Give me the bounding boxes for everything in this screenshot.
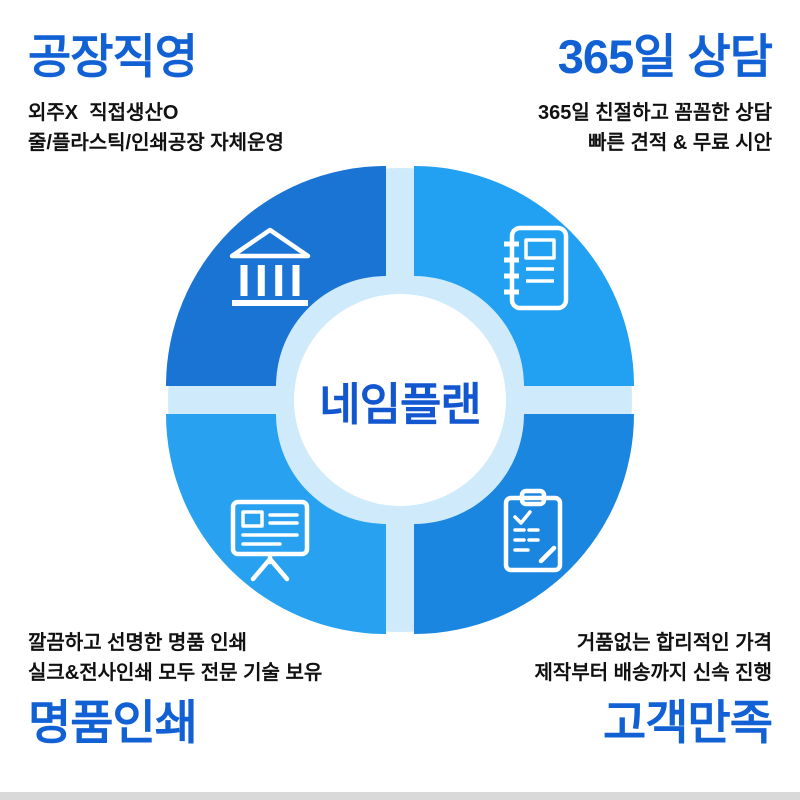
quadrant-diagram-svg (166, 166, 634, 634)
section-line: 깔끔하고 선명한 명품 인쇄 (28, 632, 248, 654)
section-line: 줄/플라스틱/인쇄공장 자체운영 (28, 132, 284, 155)
section-line: 빠른 견적 & 무료 시안 (588, 132, 772, 155)
section-line: 거품없는 합리적인 가격 (576, 632, 772, 654)
section-title-factory-direct: 공장직영 (28, 30, 198, 83)
section-title-365-consult: 365일 상담 (557, 30, 773, 83)
section-title-customer-satisfaction: 고객만족 (603, 696, 773, 749)
section-factory-direct: 공장직영 외주X 직접생산O 줄/플라스틱/인쇄공장 자체운영 (28, 30, 388, 158)
bottom-strip (0, 792, 800, 800)
section-customer-satisfaction: 거품없는 합리적인 가격 제작부터 배송까지 신속 진행 고객만족 (412, 628, 773, 750)
quadrant-bottom-right (414, 414, 634, 634)
notebook-icon (504, 225, 569, 311)
quadrant-top-right (414, 166, 634, 386)
section-premium-print: 깔끔하고 선명한 명품 인쇄 실크&전사인쇄 모두 전문 기술 보유 명품인쇄 (28, 628, 388, 750)
section-365-consult: 365일 상담 365일 친절하고 꼼꼼한 상담 빠른 견적 & 무료 시안 (412, 30, 773, 158)
bank-icon (229, 227, 311, 306)
section-line: 실크&전사인쇄 모두 전문 기술 보유 (28, 662, 323, 684)
presentation-board-icon (230, 499, 310, 582)
section-line: 외주X 직접생산O (28, 102, 179, 125)
clipboard-checklist-icon (503, 488, 563, 573)
section-line: 제작부터 배송까지 신속 진행 (534, 662, 772, 684)
section-line: 365일 친절하고 꼼꼼한 상담 (537, 102, 772, 125)
quadrant-diagram: 네임플랜 (140, 140, 660, 660)
section-title-premium-print: 명품인쇄 (28, 696, 198, 749)
center-circle (294, 294, 506, 506)
